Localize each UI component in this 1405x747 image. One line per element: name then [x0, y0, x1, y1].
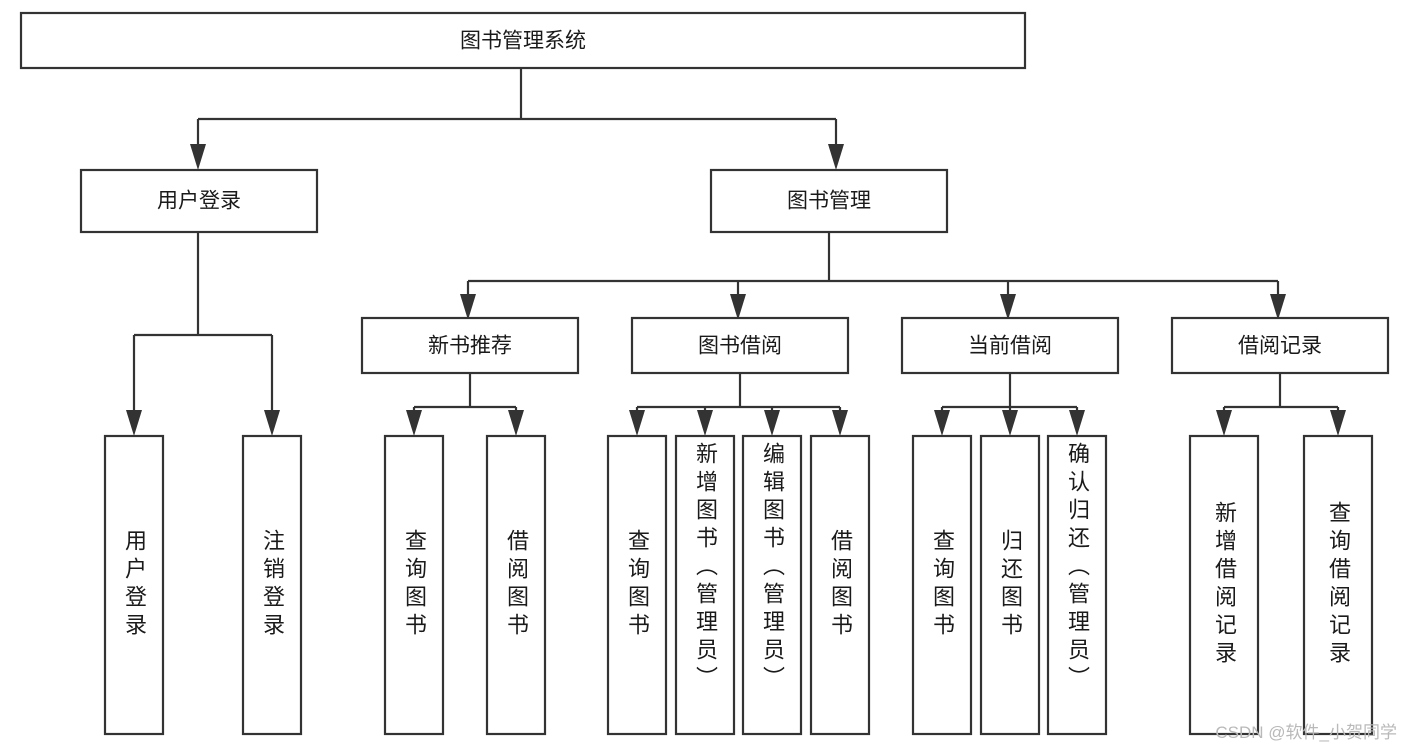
node-borrow-records-label: 借阅记录 — [1238, 335, 1322, 358]
node-user-login[interactable]: 用户登录 — [79, 168, 319, 234]
arrow-borrow-leaf-3 — [764, 410, 780, 436]
node-current-borrow[interactable]: 当前借阅 — [900, 316, 1120, 375]
leaf-records-1-label-wrap: 新增借阅记录 — [1190, 436, 1258, 734]
leaf-user-login-2-label: 注销登录 — [260, 529, 285, 641]
leaf-records-2-label: 查询借阅记录 — [1326, 501, 1351, 669]
leaf-new-book-2-box[interactable] — [485, 434, 547, 736]
leaf-borrow-4-label-wrap: 借阅图书 — [811, 436, 869, 734]
leaf-borrow-3-label-wrap: 编辑图书（管理员） — [743, 436, 801, 734]
node-book-borrow-box[interactable] — [630, 316, 850, 375]
leaf-current-2[interactable] — [979, 434, 1041, 736]
leaf-borrow-1-label: 查询图书 — [625, 529, 650, 641]
arrow-borrow-leaf-2 — [697, 410, 713, 436]
leaf-current-3-box[interactable] — [1046, 434, 1108, 736]
leaf-current-1[interactable] — [911, 434, 973, 736]
leaf-new-book-2-label: 借阅图书 — [504, 529, 529, 641]
leaf-borrow-2-label-wrap: 新增图书（管理员） — [676, 436, 734, 734]
node-borrow-records-box[interactable] — [1170, 316, 1390, 375]
arrow-book-mgmt-to-borrow — [730, 294, 746, 320]
leaf-new-book-1-box[interactable] — [383, 434, 445, 736]
leaf-new-book-2[interactable] — [485, 434, 547, 736]
leaf-borrow-1-label-wrap: 查询图书 — [608, 436, 666, 734]
leaf-current-1-label-wrap: 查询图书 — [913, 436, 971, 734]
arrow-book-mgmt-to-current — [1000, 294, 1016, 320]
arrow-current-leaf-2 — [1002, 410, 1018, 436]
node-current-borrow-box[interactable] — [900, 316, 1120, 375]
leaf-current-3[interactable] — [1046, 434, 1108, 736]
leaf-user-login-1-label: 用户登录 — [122, 529, 147, 641]
leaf-borrow-3[interactable] — [741, 434, 803, 736]
node-new-book-recommend-label: 新书推荐 — [428, 335, 512, 358]
leaf-current-2-label: 归还图书 — [998, 529, 1023, 641]
leaf-records-1-label: 新增借阅记录 — [1212, 501, 1237, 669]
node-root[interactable]: 图书管理系统 — [19, 11, 1027, 70]
leaf-records-2-box[interactable] — [1302, 434, 1374, 736]
leaf-records-1-box[interactable] — [1188, 434, 1260, 736]
leaf-borrow-4-box[interactable] — [809, 434, 871, 736]
leaf-records-1[interactable] — [1188, 434, 1260, 736]
node-new-book-recommend-box[interactable] — [360, 316, 580, 375]
leaf-borrow-2-label: 新增图书（管理员） — [693, 442, 718, 694]
leaf-current-3-label-wrap: 确认归还（管理员） — [1048, 436, 1106, 734]
arrow-new-book-leaf-1 — [406, 410, 422, 436]
arrow-user-login-leaf-1 — [126, 410, 142, 436]
leaf-user-login-2[interactable] — [241, 434, 303, 736]
leaf-borrow-3-label: 编辑图书（管理员） — [760, 442, 785, 694]
node-book-management-box[interactable] — [709, 168, 949, 234]
arrow-current-leaf-3 — [1069, 410, 1085, 436]
node-book-borrow-label: 图书借阅 — [698, 335, 782, 358]
leaf-new-book-1-label: 查询图书 — [402, 529, 427, 641]
leaf-borrow-3-box[interactable] — [741, 434, 803, 736]
node-book-borrow[interactable]: 图书借阅 — [630, 316, 850, 375]
arrow-records-leaf-1 — [1216, 410, 1232, 436]
leaf-borrow-2-box[interactable] — [674, 434, 736, 736]
leaf-records-2[interactable] — [1302, 434, 1374, 736]
node-book-management[interactable]: 图书管理 — [709, 168, 949, 234]
node-current-borrow-label: 当前借阅 — [968, 335, 1052, 358]
node-root-box[interactable] — [19, 11, 1027, 70]
arrow-root-to-user-login — [190, 144, 206, 170]
leaf-new-book-1[interactable] — [383, 434, 445, 736]
arrow-new-book-leaf-2 — [508, 410, 524, 436]
node-root-label: 图书管理系统 — [460, 30, 586, 53]
leaf-current-1-box[interactable] — [911, 434, 973, 736]
leaf-current-2-box[interactable] — [979, 434, 1041, 736]
leaf-borrow-1-box[interactable] — [606, 434, 668, 736]
leaf-user-login-1-box[interactable] — [103, 434, 165, 736]
node-new-book-recommend[interactable]: 新书推荐 — [360, 316, 580, 375]
leaf-records-2-label-wrap: 查询借阅记录 — [1304, 436, 1372, 734]
arrow-user-login-leaf-2 — [264, 410, 280, 436]
leaf-user-login-1[interactable] — [103, 434, 165, 736]
leaf-borrow-2[interactable] — [674, 434, 736, 736]
leaf-current-1-label: 查询图书 — [930, 529, 955, 641]
node-user-login-box[interactable] — [79, 168, 319, 234]
arrow-book-mgmt-to-records — [1270, 294, 1286, 320]
arrow-book-mgmt-to-new-book — [460, 294, 476, 320]
arrow-current-leaf-1 — [934, 410, 950, 436]
leaf-borrow-4[interactable] — [809, 434, 871, 736]
leaf-new-book-1-label-wrap: 查询图书 — [385, 436, 443, 734]
leaf-borrow-4-label: 借阅图书 — [828, 529, 853, 641]
arrow-records-leaf-2 — [1330, 410, 1346, 436]
leaf-borrow-1[interactable] — [606, 434, 668, 736]
leaf-new-book-2-label-wrap: 借阅图书 — [487, 436, 545, 734]
leaf-user-login-2-label-wrap: 注销登录 — [243, 436, 301, 734]
leaf-user-login-2-box[interactable] — [241, 434, 303, 736]
arrow-root-to-book-mgmt — [828, 144, 844, 170]
node-borrow-records[interactable]: 借阅记录 — [1170, 316, 1390, 375]
leaf-current-2-label-wrap: 归还图书 — [981, 436, 1039, 734]
leaf-current-3-label: 确认归还（管理员） — [1065, 442, 1090, 694]
leaf-user-login-1-label-wrap: 用户登录 — [105, 436, 163, 734]
node-book-management-label: 图书管理 — [787, 190, 871, 213]
arrow-borrow-leaf-1 — [629, 410, 645, 436]
connector-layer — [126, 68, 1346, 436]
arrow-borrow-leaf-4 — [832, 410, 848, 436]
node-user-login-label: 用户登录 — [157, 190, 241, 213]
